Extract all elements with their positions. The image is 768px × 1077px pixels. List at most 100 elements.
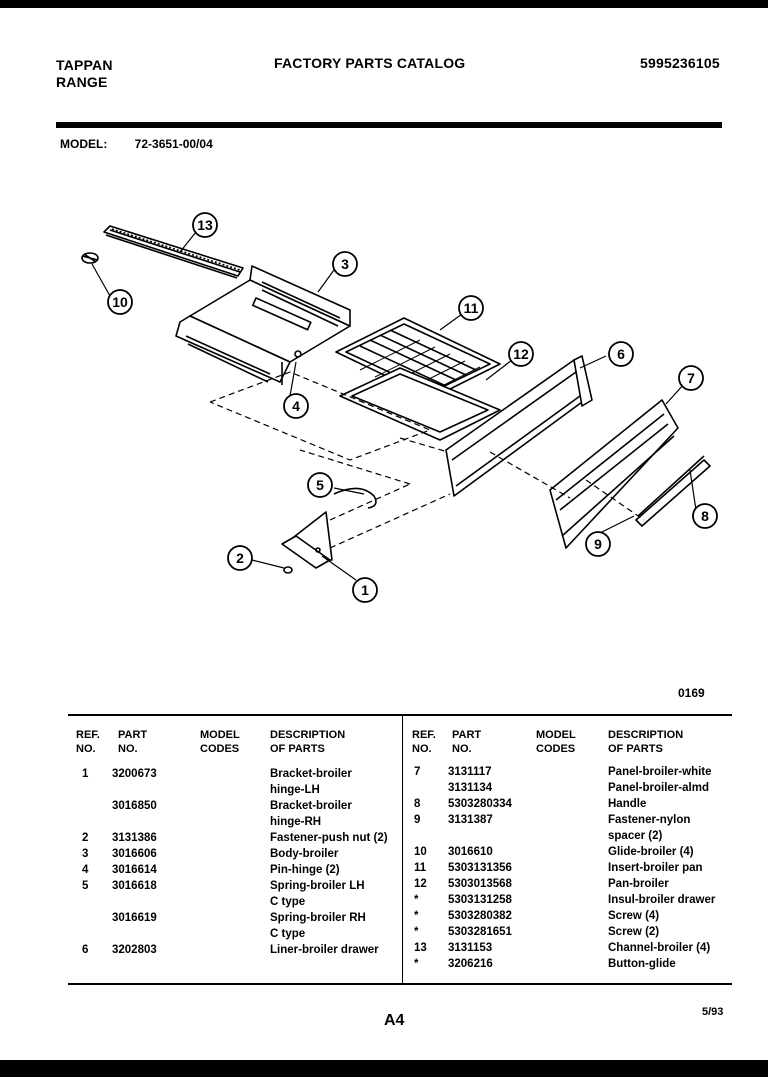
callout-12-icon [508,341,534,367]
revision-date: 5/93 [702,1006,724,1018]
table-cell-part: 3202803 [112,944,157,956]
table-cell-ref: 8 [414,798,421,810]
callout-11-icon [458,295,484,321]
callout-8-icon [692,503,718,529]
table-cell-desc: Screw (2) [608,926,660,938]
callout-6-label: 6 [617,346,625,362]
callout-7-icon [678,365,704,391]
table-cell-ref: * [414,958,419,970]
table-cell-part: 3200673 [112,768,157,780]
broiler-body-part [175,265,351,385]
callout-13-label: 13 [197,217,213,233]
callout-9-icon [585,531,611,557]
catalog-title: FACTORY PARTS CATALOG [274,55,466,71]
table-cell-part: 3131134 [448,782,493,794]
table-cell-desc: Body-broiler [270,848,339,860]
callout-10-icon [107,289,133,315]
hdr-part-l1-left: PART [118,729,148,741]
table-cell-desc: hinge-LH [270,784,320,796]
table-cell-part: 3016614 [112,864,157,876]
table-cell-ref: 5 [82,880,89,892]
channel-part [103,225,244,279]
table-cell-desc: Panel-broiler-white [608,766,712,778]
table-cell-desc: spacer (2) [608,830,663,842]
table-cell-part: 3016606 [112,848,157,860]
top-border [0,0,768,8]
table-cell-desc: Liner-broiler drawer [270,944,379,956]
table-cell-ref: 1 [82,768,89,780]
hdr-model-l1-right: MODEL [536,729,576,741]
hdr-desc-l2-left: OF PARTS [270,743,325,755]
table-cell-part: 3131117 [448,766,492,778]
table-cell-desc: Screw (4) [608,910,660,922]
table-cell-desc: Channel-broiler (4) [608,942,711,954]
catalog-number: 5995236105 [640,55,720,71]
table-cell-part: 5303280334 [448,798,512,810]
spring-part [333,487,377,509]
table-cell-ref: 3 [82,848,89,860]
bottom-border [0,1060,768,1077]
table-cell-ref: 6 [82,944,89,956]
hdr-model-l1-left: MODEL [200,729,240,741]
table-cell-desc: Button-glide [608,958,676,970]
table-cell-part: 3016618 [112,880,157,892]
table-cell-desc: Bracket-broiler [270,768,352,780]
table-cell-ref: 10 [414,846,427,858]
model-label: MODEL: [60,137,108,151]
callout-7-label: 7 [687,370,695,386]
hdr-desc-l2-right: OF PARTS [608,743,663,755]
table-cell-ref: * [414,910,419,922]
model-value: 72-3651-00/04 [134,137,213,151]
brand-line-2: RANGE [56,74,108,90]
broiler-pan-part [339,367,501,441]
page-number: A4 [384,1012,405,1029]
callout-8-label: 8 [701,508,709,524]
table-cell-ref: 2 [82,832,89,844]
table-cell-desc: Fastener-nylon [608,814,691,826]
hdr-ref-l2-right: NO. [412,743,432,755]
hdr-ref-l2-left: NO. [76,743,96,755]
callout-12-label: 12 [513,346,529,362]
hdr-desc-l1-left: DESCRIPTION [270,729,346,741]
callout-9-label: 9 [594,536,602,552]
liner-drawer-part [445,355,593,497]
table-cell-part: 5303281651 [448,926,512,938]
table-column-divider [402,716,403,983]
hdr-model-l2-right: CODES [536,743,576,755]
callout-1-icon [352,577,378,603]
glide-part [81,252,99,264]
table-cell-ref: 4 [82,864,89,876]
hdr-ref-l1-left: REF. [76,729,100,741]
table-cell-part: 5303013568 [448,878,512,890]
table-cell-desc: Handle [608,798,647,810]
table-cell-ref: 7 [414,766,421,778]
table-cell-part: 3016610 [448,846,493,858]
table-cell-part: 5303131258 [448,894,512,906]
header-rule [56,122,722,128]
hdr-desc-l1-right: DESCRIPTION [608,729,684,741]
hinge-bracket-part [281,511,333,569]
table-cell-ref: * [414,926,419,938]
table-cell-desc: C type [270,928,306,940]
table-cell-desc: C type [270,896,306,908]
table-cell-part: 3131386 [112,832,157,844]
parts-table: REF. NO. PART NO. MODEL CODES DESCRIPTIO… [68,714,732,986]
callout-6-icon [608,341,634,367]
table-cell-part: 3131153 [448,942,493,954]
table-cell-desc: Glide-broiler (4) [608,846,694,858]
table-cell-desc: Panel-broiler-almd [608,782,709,794]
table-cell-part: 3016619 [112,912,157,924]
callouts [107,212,718,603]
table-cell-part: 3206216 [448,958,493,970]
brand-line-1: TAPPAN [56,57,113,73]
hdr-model-l2-left: CODES [200,743,240,755]
table-cell-part: 5303280382 [448,910,512,922]
table-cell-part: 3131387 [448,814,493,826]
callout-2-icon [227,545,253,571]
exploded-parts-diagram: 13 10 3 11 12 6 7 4 5 8 9 2 1 [81,212,718,603]
table-cell-desc: Fastener-push nut (2) [270,832,388,844]
table-cell-ref: * [414,894,419,906]
table-cell-desc: Spring-broiler LH [270,880,365,892]
callout-1-label: 1 [361,582,369,598]
table-cell-desc: hinge-RH [270,816,322,828]
